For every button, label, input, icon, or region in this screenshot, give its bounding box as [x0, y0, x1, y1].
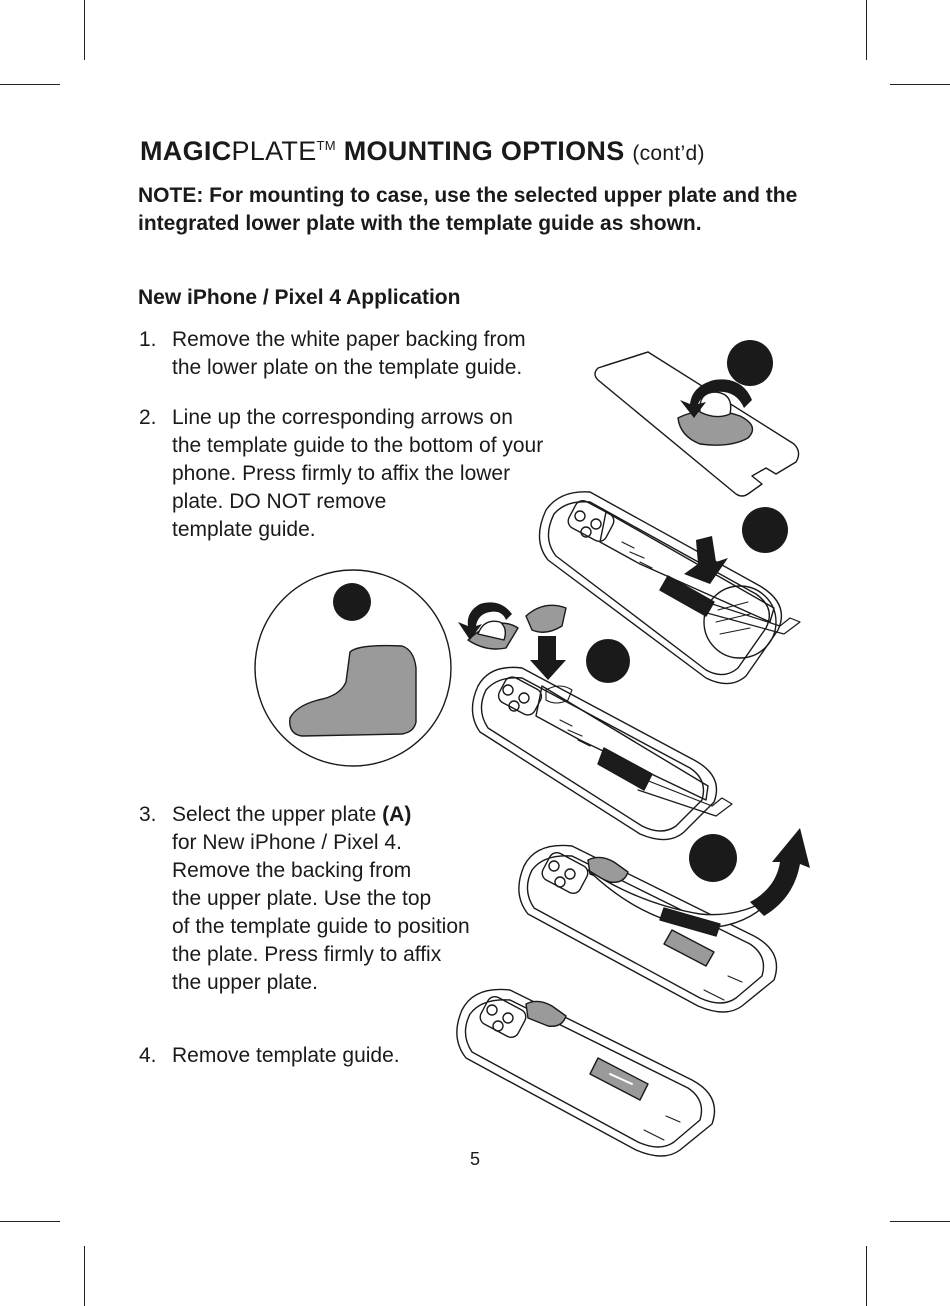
- phone-with-guide-illustration-2: [471, 666, 733, 841]
- crop-mark: [0, 1221, 60, 1222]
- crop-mark: [890, 84, 950, 85]
- plate-label-a: (A): [382, 803, 412, 826]
- step-marker-dot: [742, 507, 788, 553]
- step-line: the plate. Press firmly to affix: [172, 943, 442, 966]
- step-line: for New iPhone / Pixel 4.: [172, 831, 402, 854]
- down-arrow-icon: [530, 636, 566, 680]
- template-guide-illustration: [594, 351, 800, 497]
- note-paragraph: NOTE: For mounting to case, use the sele…: [138, 182, 818, 238]
- page-number: 5: [469, 1149, 480, 1169]
- crop-mark: [866, 0, 867, 60]
- title-bold-mounting: MOUNTING OPTIONS: [343, 136, 625, 166]
- step-line: Remove the white paper backing from: [172, 328, 526, 351]
- step-line: the lower plate on the template guide.: [172, 356, 523, 379]
- step-text: Select the upper plate: [172, 803, 383, 826]
- step-marker-dot: [586, 639, 630, 683]
- crop-mark: [84, 1246, 85, 1306]
- title-suffix: (cont’d): [632, 142, 705, 165]
- step-line: Line up the corresponding arrows on: [172, 406, 513, 429]
- curved-arrow-icon: [680, 379, 752, 418]
- down-arrow-icon: [684, 536, 728, 584]
- final-phone-illustration: [456, 988, 716, 1157]
- step-line: plate. DO NOT remove: [172, 490, 387, 513]
- step-line: the upper plate. Use the top: [172, 887, 432, 910]
- section-heading: New iPhone / Pixel 4 Application: [138, 286, 461, 309]
- note-highlight: case: [375, 184, 423, 207]
- step-line: the template guide to the bottom of your: [172, 434, 544, 457]
- detail-zoom-circle: [703, 585, 777, 659]
- step-line: phone. Press firmly to affix the lower: [172, 462, 511, 485]
- step-line: of the template guide to position: [172, 915, 470, 938]
- note-text-pre: For mounting to: [209, 184, 376, 207]
- title-light-plate: PLATE: [231, 136, 317, 166]
- step-line: Remove the backing from: [172, 859, 412, 882]
- title-bold-magic: MAGIC: [140, 136, 232, 166]
- backing-peel-pieces: [467, 604, 567, 650]
- trademark-symbol: TM: [316, 138, 336, 153]
- crop-mark: [866, 1246, 867, 1306]
- step-line: Remove template guide.: [172, 1044, 400, 1067]
- crop-mark: [84, 0, 85, 60]
- phone-with-guide-illustration: [538, 491, 801, 685]
- step-line: Select the upper plate (A): [172, 801, 470, 829]
- step-line: the upper plate.: [172, 971, 318, 994]
- step-number: 4.: [139, 1044, 157, 1067]
- curved-arrow-icon: [458, 602, 512, 640]
- step-number: 3.: [139, 803, 157, 826]
- step-marker-dot: [727, 340, 773, 386]
- phone-upper-plate-illustration: [518, 844, 778, 1013]
- crop-mark: [890, 1221, 950, 1222]
- step-number: 2.: [139, 406, 157, 429]
- note-label: NOTE:: [138, 184, 204, 207]
- page-title: MAGICPLATETM MOUNTING OPTIONS (cont’d): [140, 136, 705, 167]
- note-text-post: , use the selected upper plate and the i…: [138, 184, 798, 235]
- curved-arrow-icon: [750, 828, 810, 916]
- step-number: 1.: [139, 328, 157, 351]
- crop-mark: [0, 84, 60, 85]
- detail-text-lines: [715, 601, 751, 635]
- step-line: template guide.: [172, 518, 316, 541]
- step-marker-dot: [689, 834, 737, 882]
- magnified-plate-detail: [254, 569, 452, 767]
- step-marker-dot: [333, 583, 371, 621]
